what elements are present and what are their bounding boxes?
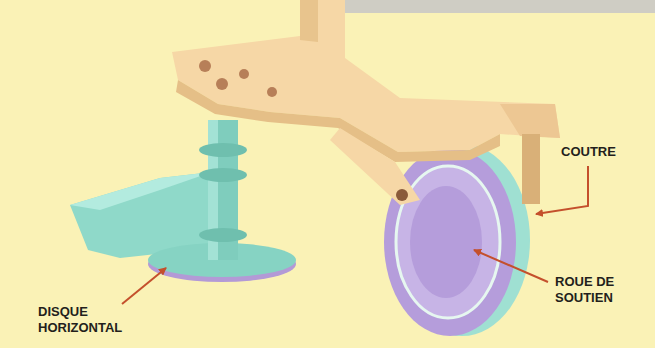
leader-line	[474, 250, 548, 282]
post-collar	[199, 168, 247, 182]
leader-line	[122, 268, 166, 304]
part-label: COUTRE	[561, 144, 651, 160]
bolt	[199, 60, 211, 72]
part-label: ROUE DE SOUTIEN	[555, 274, 631, 306]
frame-underside	[176, 80, 500, 162]
part-label: DISQUE HORIZONTAL	[38, 304, 138, 336]
bolt	[239, 69, 249, 79]
post-collar	[199, 143, 247, 157]
coulter-holder	[500, 104, 560, 138]
post-collar	[199, 228, 247, 242]
wheel-arm	[330, 128, 420, 205]
photo-edge	[325, 0, 655, 13]
bolt	[216, 78, 228, 90]
leader-line	[536, 166, 588, 214]
coulter-shank	[522, 134, 540, 204]
mouldboard-top	[70, 172, 212, 210]
frame-side	[300, 0, 318, 42]
bolt	[267, 87, 277, 97]
pivot-bolt	[396, 189, 408, 201]
frame	[172, 0, 560, 152]
wheel-hub	[410, 186, 482, 298]
